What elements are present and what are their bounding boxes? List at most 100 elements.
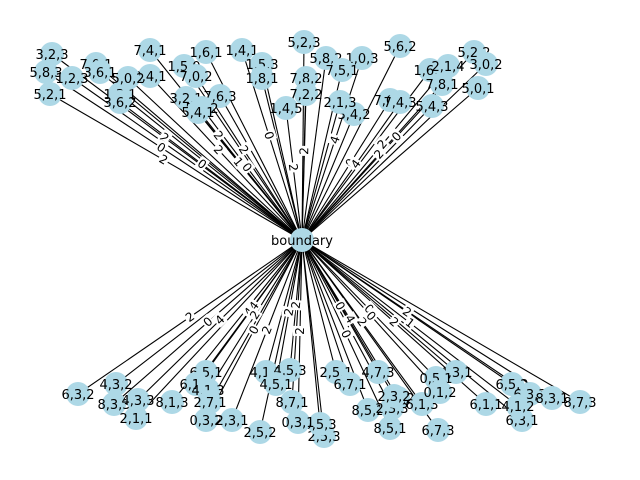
bottom-node-label: 6,3,2 [61, 388, 94, 403]
top-node-label: 5,2,3 [287, 36, 320, 51]
top-node-circle [474, 52, 498, 76]
bottom-node-label: 0,5,3 [303, 418, 336, 433]
bottom-node-circle [194, 408, 218, 432]
top-edge [261, 77, 303, 241]
bottom-node: 0,3,2 [189, 408, 223, 432]
top-node-label: 7,8,2 [289, 72, 322, 87]
bottom-edge-label-bg [281, 305, 296, 318]
top-node: 5,6,2 [383, 34, 417, 58]
top-node-label: 3,0,2 [469, 58, 502, 73]
bottom-node-label: 6,1,1 [469, 398, 502, 413]
bottom-node-circle [102, 392, 126, 416]
top-edge-label-bg [370, 145, 387, 162]
top-edge-label-bg [388, 128, 405, 145]
bottom-node-label: 4,5,1 [259, 378, 292, 393]
top-node-circle [328, 90, 352, 114]
bottom-node: 4,3,3 [121, 388, 155, 412]
top-node-circle [330, 58, 354, 82]
bottom-node: 8,3,3 [97, 392, 131, 416]
top-edge [301, 57, 363, 241]
bottom-edge-label-bg [199, 313, 216, 330]
top-edge [49, 93, 303, 241]
bottom-node-circle [382, 384, 406, 408]
top-node: 5,2,1 [33, 82, 67, 106]
bottom-edge-label-bg [181, 308, 198, 325]
top-node: 1,2,3 [55, 66, 89, 90]
top-node-circle [388, 90, 412, 114]
top-edge [301, 93, 307, 241]
top-node-circle [138, 64, 162, 88]
top-edge-label-bg [194, 155, 211, 172]
top-node-label: 5,4,1 [181, 106, 214, 121]
top-node: 3,0,2 [469, 52, 503, 76]
bottom-node: 4,3,2 [99, 372, 133, 396]
top-edge-label-bg [239, 159, 256, 176]
top-node: 7,0,2 [179, 64, 213, 88]
bottom-node-circle [426, 418, 450, 442]
bottom-node-label: 6,7,3 [421, 424, 454, 439]
top-edge-label: 2 [297, 147, 311, 155]
bottom-node-label: 4,1,2 [501, 400, 534, 415]
bottom-node: 8,3,1 [535, 386, 569, 410]
bottom-node: 0,1,2 [423, 380, 457, 404]
top-edge [301, 101, 341, 241]
top-node-label: 7,5,1 [325, 64, 358, 79]
top-edge [301, 63, 487, 241]
top-node-label: 3,2,3 [35, 48, 68, 63]
bottom-node: 2,1,1 [119, 406, 153, 430]
bottom-node-circle [126, 388, 150, 412]
bottom-node-circle [104, 372, 128, 396]
bottom-node-circle [66, 382, 90, 406]
bottom-node-circle [308, 412, 332, 436]
top-edge [119, 101, 303, 241]
bottom-node-circle [248, 420, 272, 444]
top-node-label: 2,4,1 [133, 70, 166, 85]
top-node-label: 7,0,2 [179, 70, 212, 85]
top-edge-label-bg [230, 153, 247, 170]
bottom-node-circle [568, 390, 592, 414]
bottom-node-label: 8,3,3 [97, 398, 130, 413]
top-node: 7,4,1 [133, 38, 167, 62]
top-node-circle [194, 40, 218, 64]
top-node: 5,0,1 [461, 76, 495, 100]
bottom-edge [301, 239, 523, 421]
top-edge-label-bg [153, 139, 170, 156]
top-node-circle [186, 100, 210, 124]
top-node-label: 5,6,2 [383, 40, 416, 55]
bottom-edge [115, 239, 303, 385]
top-node-label: 1,6,1 [189, 46, 222, 61]
bottom-edge-label: 2 [281, 307, 296, 317]
top-node: 2,4,1 [133, 64, 167, 88]
bottom-edge-label-bg [361, 300, 378, 317]
top-node: 1,4,1 [225, 38, 259, 62]
top-node: 7,4,3 [383, 90, 417, 114]
top-edge-label: 4 [327, 134, 343, 146]
bottom-node-label: 8,5,1 [373, 422, 406, 437]
top-edge-label-bg [210, 127, 227, 144]
bottom-node-circle [338, 372, 362, 396]
top-edge [119, 93, 303, 241]
bottom-edge [301, 239, 321, 425]
bottom-node-circle [124, 406, 148, 430]
top-node: 5,4,1 [181, 100, 215, 124]
top-edge-label-bg [235, 141, 253, 158]
bottom-node-circle [540, 386, 564, 410]
top-node-label: 1,4,5 [269, 102, 302, 117]
bottom-edge-label-bg [342, 311, 359, 327]
bottom-node-circle [356, 398, 380, 422]
bottom-node-label: 2,5,2 [243, 426, 276, 441]
top-node: 1,8,1 [245, 66, 279, 90]
top-node: 5,8,3 [29, 60, 63, 84]
top-node: 7,5,1 [325, 58, 359, 82]
bottom-edge-label-bg [245, 322, 262, 338]
bottom-node-circle [220, 408, 244, 432]
bottom-node: 4,5,1 [259, 372, 293, 396]
top-node-label: 5,8,3 [29, 66, 62, 81]
top-node-circle [436, 54, 460, 78]
bottom-edge [301, 239, 457, 373]
top-node-label: 7,2,2 [289, 88, 322, 103]
top-node-label: 7,4,1 [133, 44, 166, 59]
bottom-node-circle [500, 372, 524, 396]
top-node-label: 3,6,1 [83, 66, 116, 81]
hub-node: boundary [271, 228, 333, 252]
